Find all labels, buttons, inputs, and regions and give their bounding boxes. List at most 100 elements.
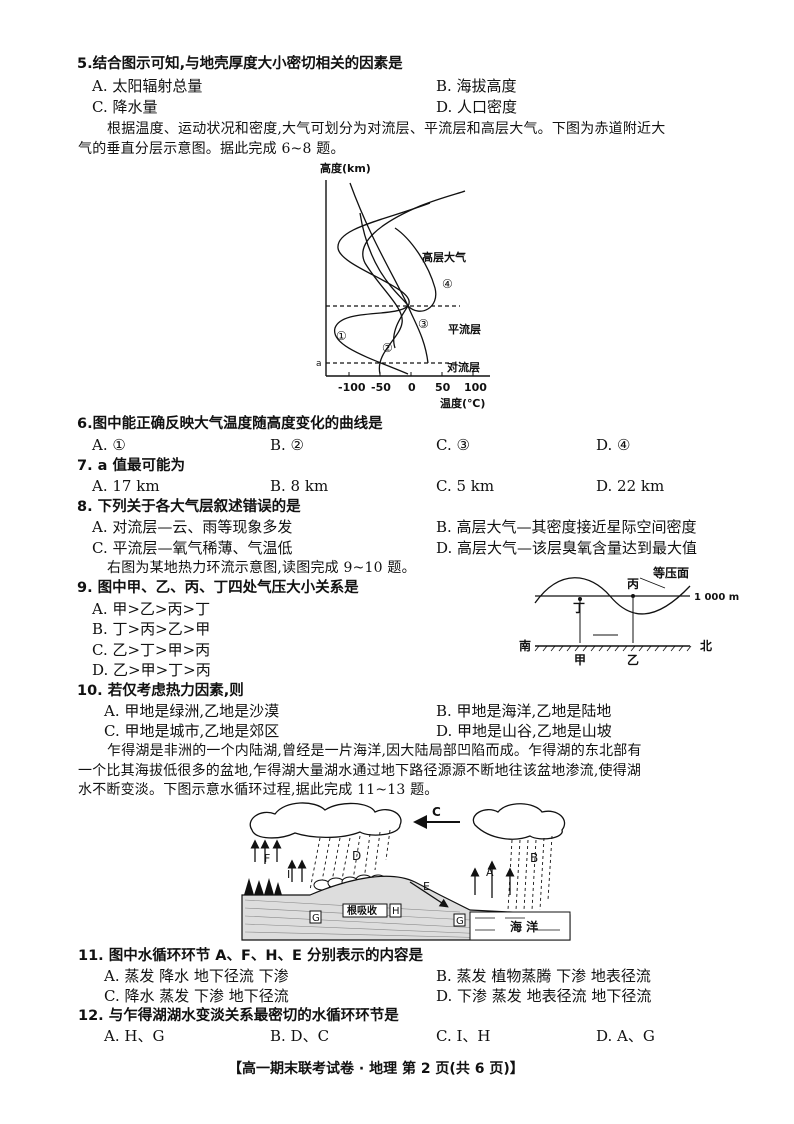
q11-option-b: B. 蒸发 植物蒸腾 下渗 地表径流 bbox=[436, 967, 651, 985]
rain-b bbox=[507, 835, 553, 911]
q12-option-a: A. H、G bbox=[104, 1027, 165, 1045]
q7-option-a: A. 17 km bbox=[92, 477, 160, 495]
q10-option-d: D. 甲地是山谷,乙地是山坡 bbox=[436, 722, 612, 740]
layer-trop-label: 对流层 bbox=[447, 360, 480, 374]
curve-lower-segment bbox=[393, 305, 409, 349]
label-h: H bbox=[392, 906, 400, 917]
q9-option-b: B. 丁>丙>乙>甲 bbox=[92, 620, 211, 638]
evaporation-arrows-i bbox=[287, 859, 307, 882]
intro-11-13-line1: 乍得湖是非洲的一个内陆湖,曾经是一片海洋,因大陆局部凹陷而成。乍得湖的东北部有 bbox=[107, 743, 642, 759]
q11-option-c: C. 降水 蒸发 下渗 地下径流 bbox=[104, 987, 289, 1005]
q7-option-d: D. 22 km bbox=[596, 477, 665, 495]
x-axis-label: 温度(℃) bbox=[440, 396, 485, 410]
root-box bbox=[342, 903, 388, 918]
q9-stem: 9. 图中甲、乙、丙、丁四处气压大小关系是 bbox=[77, 580, 359, 596]
cloud-left bbox=[249, 802, 402, 839]
q12-option-d: D. A、G bbox=[596, 1027, 655, 1045]
water-cycle-diagram: C D B A F I 海 洋 E bbox=[241, 802, 571, 941]
q7-stem: 7. a 值最可能为 bbox=[77, 458, 185, 474]
q9-option-c: C. 乙>丁>甲>丙 bbox=[92, 641, 211, 659]
q11-option-a: A. 蒸发 降水 地下径流 下渗 bbox=[104, 967, 289, 985]
label-g-left: G bbox=[312, 913, 320, 924]
label-e: E bbox=[423, 880, 430, 893]
intro-11-13-line3: 水不断变淡。下图示意水循环过程,据此完成 11~13 题。 bbox=[78, 782, 439, 798]
isobar-label: 等压面 bbox=[652, 565, 689, 580]
q5-option-b: B. 海拔高度 bbox=[436, 77, 517, 95]
q10-option-a: A. 甲地是绿洲,乙地是沙漠 bbox=[104, 702, 280, 720]
q9-option-d: D. 乙>甲>丁>丙 bbox=[92, 661, 211, 679]
q5-option-a: A. 太阳辐射总量 bbox=[92, 77, 203, 95]
curve-4 bbox=[359, 212, 437, 312]
x-tick-neg50: -50 bbox=[371, 381, 391, 394]
label-yi: 乙 bbox=[627, 653, 639, 667]
ocean-label: 海 洋 bbox=[510, 919, 538, 934]
q5-option-c: C. 降水量 bbox=[92, 98, 158, 116]
thermal-circulation-diagram: 等压面 1 000 m 丙 丁 南 北 甲 乙 bbox=[519, 565, 739, 667]
h-box bbox=[389, 903, 402, 918]
page-footer: 【高一期末联考试卷 · 地理 第 2 页(共 6 页)】 bbox=[228, 1061, 524, 1077]
q10-stem: 10. 若仅考虑热力因素,则 bbox=[77, 683, 244, 699]
layer-strat-label: 平流层 bbox=[448, 322, 481, 336]
q8-option-c: C. 平流层—氧气稀薄、气温低 bbox=[92, 539, 293, 557]
q10-option-c: C. 甲地是城市,乙地是郊区 bbox=[104, 722, 280, 740]
q11-stem: 11. 图中水循环环节 A、F、H、E 分别表示的内容是 bbox=[78, 948, 423, 964]
trees bbox=[244, 878, 282, 895]
q8-option-a: A. 对流层—云、雨等现象多发 bbox=[92, 518, 293, 536]
curve-3-label: ③ bbox=[418, 317, 429, 331]
arrow-e bbox=[409, 881, 449, 908]
point-ding bbox=[578, 597, 582, 601]
label-i: I bbox=[287, 868, 290, 881]
label-f: F bbox=[264, 852, 270, 865]
curve-2 bbox=[362, 190, 466, 375]
curve-3 bbox=[349, 182, 429, 364]
q12-stem: 12. 与乍得湖湖水变淡关系最密切的水循环环节是 bbox=[78, 1008, 399, 1024]
curve-1-label: ① bbox=[336, 329, 347, 343]
cloud-right bbox=[472, 803, 566, 840]
intro-6-8-line1: 根据温度、运动状况和密度,大气可划分为对流层、平流层和高层大气。下图为赤道附近大 bbox=[107, 121, 666, 137]
ocean-area bbox=[469, 911, 571, 941]
evaporation-arrows-a bbox=[470, 860, 515, 898]
curve-4-label: ④ bbox=[442, 277, 453, 291]
height-label: 1 000 m bbox=[694, 592, 739, 603]
root-label: 根吸收 bbox=[347, 904, 377, 917]
q9-option-a: A. 甲>乙>丙>丁 bbox=[92, 600, 211, 618]
transpiration-arrows-f bbox=[250, 839, 282, 864]
q6-option-a: A. ① bbox=[92, 436, 126, 454]
q10-option-b: B. 甲地是海洋,乙地是陆地 bbox=[436, 702, 612, 720]
ground-hatching bbox=[534, 645, 692, 652]
q5-option-d: D. 人口密度 bbox=[436, 98, 518, 116]
label-d: D bbox=[352, 849, 361, 863]
q8-option-d: D. 高层大气—该层臭氧含量达到最大值 bbox=[436, 539, 698, 557]
q7-option-b: B. 8 km bbox=[270, 477, 329, 495]
x-tick-neg100: -100 bbox=[338, 381, 366, 394]
layer-high-label: 高层大气 bbox=[422, 250, 466, 264]
isobar-curve bbox=[534, 577, 691, 615]
q8-option-b: B. 高层大气—其密度接近星际空间密度 bbox=[436, 518, 697, 536]
g-box-right bbox=[453, 913, 466, 927]
ocean-waves bbox=[475, 917, 560, 931]
x-tick-100: 100 bbox=[464, 381, 487, 394]
q6-stem: 6.图中能正确反映大气温度随高度变化的曲线是 bbox=[77, 416, 383, 432]
label-c: C bbox=[432, 805, 441, 819]
point-bing bbox=[631, 594, 635, 598]
q6-option-c: C. ③ bbox=[436, 436, 470, 454]
q8-stem: 8. 下列关于各大气层叙述错误的是 bbox=[77, 499, 301, 515]
label-south: 南 bbox=[519, 638, 531, 653]
a-label: a bbox=[316, 359, 322, 369]
x-ticks bbox=[348, 372, 474, 376]
label-bing: 丙 bbox=[627, 577, 639, 591]
intro-9-10: 右图为某地热力环流示意图,读图完成 9~10 题。 bbox=[107, 560, 416, 576]
isobar-pointer bbox=[639, 577, 666, 589]
label-north: 北 bbox=[700, 638, 712, 653]
q11-option-d: D. 下渗 蒸发 地表径流 地下径流 bbox=[436, 987, 652, 1005]
label-g-right: G bbox=[456, 916, 464, 927]
label-ding: 丁 bbox=[573, 601, 585, 615]
curve-2-label: ② bbox=[382, 341, 393, 355]
q7-option-c: C. 5 km bbox=[436, 477, 495, 495]
intro-11-13-line2: 一个比其海拔低很多的盆地,乍得湖大量湖水通过地下路径源源不断地往该盆地渗流,使得… bbox=[78, 763, 642, 779]
g-box-left bbox=[309, 910, 322, 924]
q6-option-b: B. ② bbox=[270, 436, 305, 454]
intro-6-8-line2: 气的垂直分层示意图。据此完成 6~8 题。 bbox=[78, 141, 345, 157]
x-tick-50: 50 bbox=[435, 381, 451, 394]
atmosphere-layer-diagram: 高度(km) -100 -50 0 50 100 温度(℃) a 高层大气 平流… bbox=[316, 161, 490, 410]
